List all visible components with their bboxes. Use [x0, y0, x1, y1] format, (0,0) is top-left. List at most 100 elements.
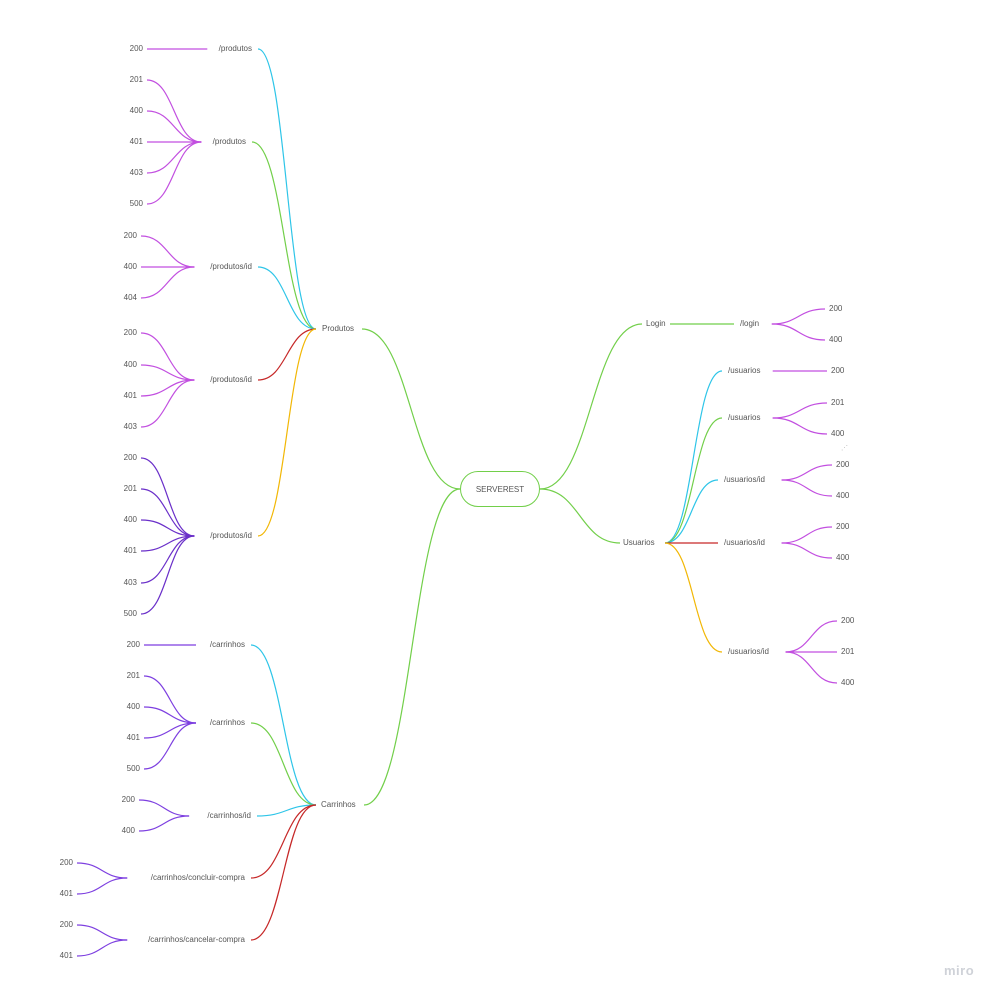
- endpoint-8-connector: [250, 804, 317, 879]
- endpoint-9-code-1-connector: [76, 939, 128, 957]
- endpoint-2-code-1: 400: [123, 262, 137, 271]
- endpoint-15-label[interactable]: /usuarios/id: [728, 647, 769, 656]
- endpoint-13-code-0-connector: [781, 464, 833, 481]
- miro-logo: miro: [944, 963, 975, 978]
- endpoint-4-code-5: 500: [123, 609, 137, 618]
- endpoint-3-code-0: 200: [123, 328, 137, 337]
- endpoint-1-code-0: 201: [129, 75, 143, 84]
- endpoint-7-label[interactable]: /carrinhos/id: [207, 811, 251, 820]
- endpoint-0-code-0: 200: [129, 44, 143, 53]
- branch-produtos[interactable]: Produtos: [322, 324, 355, 333]
- endpoint-6-code-3: 500: [126, 764, 140, 773]
- endpoint-1-code-4-connector: [146, 141, 202, 205]
- endpoint-6-code-3-connector: [143, 722, 197, 770]
- endpoint-4-code-2-connector: [140, 519, 195, 537]
- connector-root-usuarios: [539, 488, 621, 544]
- endpoint-13-code-0: 200: [836, 460, 850, 469]
- branch-login[interactable]: Login: [646, 319, 666, 328]
- endpoint-2-label[interactable]: /produtos/id: [210, 262, 252, 271]
- endpoint-14-label[interactable]: /usuarios/id: [724, 538, 765, 547]
- endpoint-3-connector: [257, 328, 317, 381]
- endpoint-4-code-2: 400: [123, 515, 137, 524]
- endpoint-2-connector: [257, 266, 317, 330]
- endpoint-2-code-2: 404: [123, 293, 137, 302]
- endpoint-10-code-0-connector: [771, 308, 826, 325]
- endpoint-12-connector: [664, 417, 723, 544]
- endpoint-4-code-3: 401: [123, 546, 137, 555]
- endpoint-1-code-1: 400: [129, 106, 143, 115]
- endpoint-8-code-1-connector: [76, 877, 128, 895]
- endpoint-2-code-2-connector: [140, 266, 195, 299]
- endpoint-15-code-2: 400: [841, 678, 855, 687]
- endpoint-12-code-0-connector: [772, 402, 828, 419]
- endpoint-15-code-0-connector: [785, 620, 838, 653]
- endpoint-8-code-1: 401: [59, 889, 73, 898]
- endpoint-7-code-0: 200: [121, 795, 135, 804]
- root-node[interactable]: SERVEREST: [460, 471, 540, 507]
- endpoint-0-label[interactable]: /produtos: [218, 44, 252, 53]
- endpoint-2-code-0-connector: [140, 235, 195, 268]
- endpoint-6-code-2-connector: [143, 722, 197, 739]
- endpoint-9-code-1: 401: [59, 951, 73, 960]
- endpoint-1-code-0-connector: [146, 79, 202, 143]
- endpoint-10-code-1: 400: [829, 335, 843, 344]
- endpoint-6-code-2: 401: [126, 733, 140, 742]
- endpoint-7-code-1-connector: [138, 815, 190, 832]
- endpoint-6-code-1: 400: [126, 702, 140, 711]
- endpoint-3-code-2: 401: [123, 391, 137, 400]
- endpoint-15-code-0: 200: [841, 616, 855, 625]
- endpoint-0-connector: [257, 48, 317, 330]
- endpoint-3-code-2-connector: [140, 379, 195, 397]
- endpoint-11-label[interactable]: /usuarios: [728, 366, 761, 375]
- endpoint-6-connector: [250, 722, 317, 806]
- endpoint-3-code-3: 403: [123, 422, 137, 431]
- endpoint-12-code-1-connector: [772, 417, 828, 435]
- endpoint-14-code-0-connector: [781, 526, 833, 544]
- endpoint-4-label[interactable]: /produtos/id: [210, 531, 252, 540]
- endpoint-10-label[interactable]: /login: [740, 319, 760, 328]
- endpoint-1-code-4: 500: [129, 199, 143, 208]
- endpoint-2-code-0: 200: [123, 231, 137, 240]
- endpoint-15-code-2-connector: [785, 651, 838, 684]
- branch-carrinhos[interactable]: Carrinhos: [321, 800, 356, 809]
- connector-root-carrinhos: [363, 488, 461, 806]
- endpoint-7-code-1: 400: [121, 826, 135, 835]
- endpoint-4-code-3-connector: [140, 535, 195, 552]
- endpoint-3-label[interactable]: /produtos/id: [210, 375, 252, 384]
- endpoint-7-code-0-connector: [138, 799, 190, 817]
- endpoint-10-code-1-connector: [771, 323, 826, 341]
- endpoint-12-label[interactable]: /usuarios: [728, 413, 761, 422]
- endpoint-14-code-1: 400: [836, 553, 850, 562]
- endpoint-1-code-3-connector: [146, 141, 202, 174]
- endpoint-4-code-0: 200: [123, 453, 137, 462]
- endpoint-4-code-4: 403: [123, 578, 137, 587]
- endpoint-15-code-1: 201: [841, 647, 855, 656]
- endpoint-6-code-0-connector: [143, 675, 197, 724]
- endpoint-1-code-1-connector: [146, 110, 202, 143]
- endpoint-3-code-3-connector: [140, 379, 195, 428]
- endpoint-12-code-1: 400: [831, 429, 845, 438]
- endpoint-4-code-5-connector: [140, 535, 195, 615]
- root-node-label: SERVEREST: [475, 484, 525, 494]
- endpoint-10-code-0: 200: [829, 304, 843, 313]
- connector-root-login: [539, 323, 643, 490]
- endpoint-9-code-0-connector: [76, 924, 128, 941]
- endpoint-5-label[interactable]: /carrinhos: [209, 640, 245, 649]
- endpoint-13-label[interactable]: /usuarios/id: [724, 475, 765, 484]
- endpoint-1-code-3: 403: [129, 168, 143, 177]
- endpoint-3-code-1-connector: [140, 364, 195, 381]
- endpoint-9-label[interactable]: /carrinhos/cancelar-compra: [148, 935, 245, 944]
- endpoint-11-connector: [664, 370, 723, 544]
- endpoint-13-code-1: 400: [836, 491, 850, 500]
- endpoint-7-connector: [256, 804, 317, 817]
- endpoint-9-code-0: 200: [59, 920, 73, 929]
- endpoint-1-label[interactable]: /produtos: [212, 137, 246, 146]
- endpoint-6-code-1-connector: [143, 706, 197, 724]
- endpoint-8-code-0: 200: [59, 858, 73, 867]
- endpoint-6-label[interactable]: /carrinhos: [209, 718, 245, 727]
- branch-usuarios[interactable]: Usuarios: [623, 538, 655, 547]
- endpoint-8-label[interactable]: /carrinhos/concluir-compra: [150, 873, 245, 882]
- endpoint-14-code-1-connector: [781, 542, 833, 559]
- endpoint-4-connector: [257, 328, 317, 537]
- endpoint-4-code-4-connector: [140, 535, 195, 584]
